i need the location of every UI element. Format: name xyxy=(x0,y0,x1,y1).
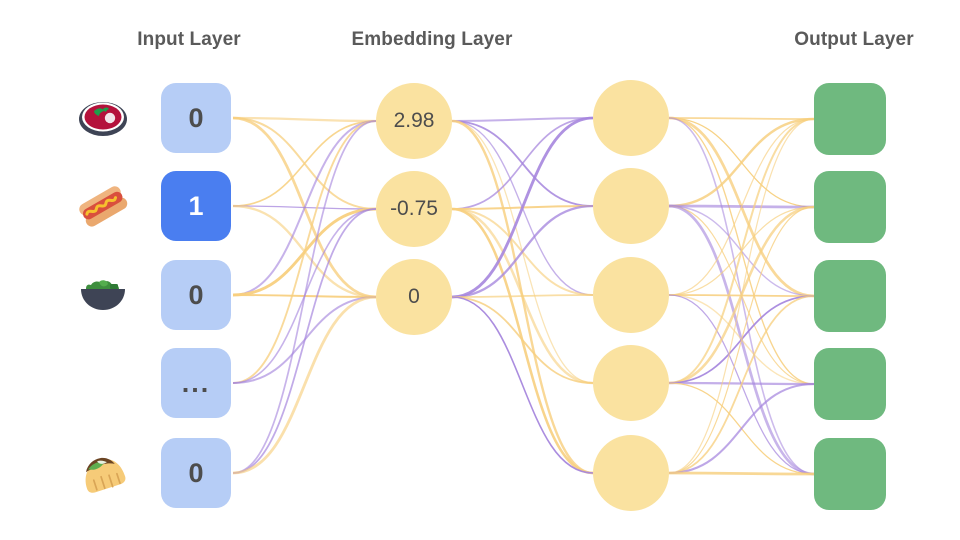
output-layer-title: Output Layer xyxy=(794,29,914,50)
embedding-layer-title: Embedding Layer xyxy=(351,29,513,50)
embedding-node-2[interactable]: 0 xyxy=(376,259,452,335)
input-box-4[interactable]: 0 xyxy=(161,438,231,508)
taco-emoji xyxy=(76,446,130,500)
output-box-0[interactable] xyxy=(814,83,886,155)
output-box-3[interactable] xyxy=(814,348,886,420)
embedding-node-0[interactable]: 2.98 xyxy=(376,83,452,159)
input-box-0[interactable]: 0 xyxy=(161,83,231,153)
hidden-node-1[interactable] xyxy=(593,168,669,244)
salad-bowl-emoji xyxy=(76,268,130,322)
output-box-2[interactable] xyxy=(814,260,886,332)
hidden-node-2[interactable] xyxy=(593,257,669,333)
hot-dog-emoji xyxy=(76,179,130,233)
input-box-1[interactable]: 1 xyxy=(161,171,231,241)
output-box-1[interactable] xyxy=(814,171,886,243)
embedding-node-1[interactable]: -0.75 xyxy=(376,171,452,247)
output-box-4[interactable] xyxy=(814,438,886,510)
no-icon-placeholder xyxy=(76,356,130,410)
hidden-node-4[interactable] xyxy=(593,435,669,511)
hidden-node-0[interactable] xyxy=(593,80,669,156)
input-box-2[interactable]: 0 xyxy=(161,260,231,330)
input-box-ellipsis[interactable]: ... xyxy=(161,348,231,418)
soup-bowl-emoji xyxy=(76,91,130,145)
hidden-node-3[interactable] xyxy=(593,345,669,421)
input-layer-title: Input Layer xyxy=(137,29,241,50)
